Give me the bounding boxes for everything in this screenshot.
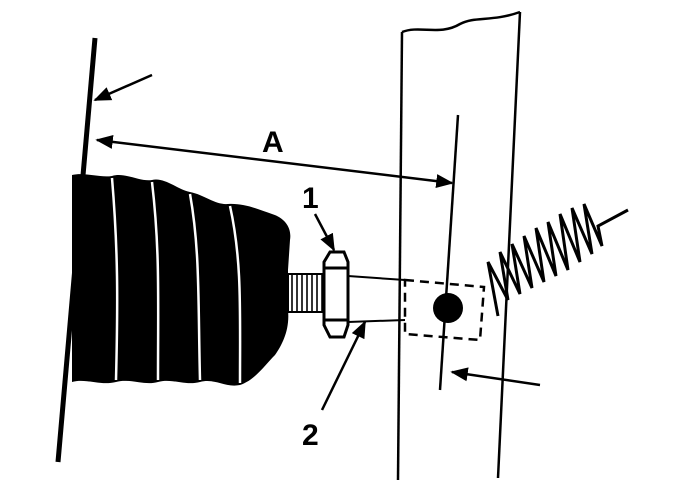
callout-1-label: 1	[302, 182, 319, 215]
callout-2-leader	[320, 320, 367, 411]
callout-1-leader	[313, 213, 336, 252]
centre-line-pointer-arrow	[450, 367, 541, 387]
centre-line	[438, 114, 460, 391]
return-spring	[486, 203, 629, 317]
lock-nut	[322, 250, 350, 339]
pivot-pin	[433, 293, 463, 323]
lever-plate	[396, 10, 522, 481]
dimension-a-arrow	[95, 134, 454, 189]
threaded-rod	[287, 273, 331, 313]
rod-end	[347, 275, 406, 323]
callout-2-label: 2	[302, 419, 319, 452]
rubber-boot	[72, 174, 291, 386]
dimension-a-label: A	[262, 126, 284, 159]
wall-pointer-arrow	[93, 73, 153, 102]
dashed-clevis	[403, 278, 486, 342]
boot-ribs	[110, 177, 242, 384]
